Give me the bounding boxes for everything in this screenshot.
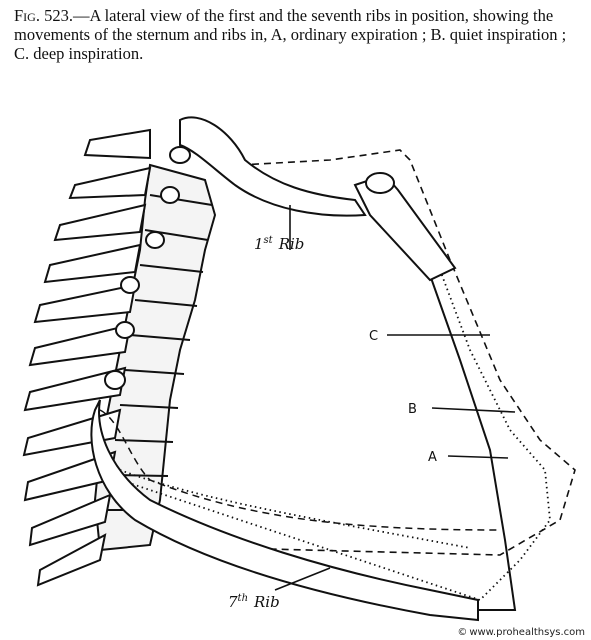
leader-lines — [274, 205, 516, 591]
caption-text: —A lateral view of the first and the sev… — [14, 6, 567, 63]
label-a: A — [428, 450, 437, 465]
leader-a — [447, 455, 509, 459]
first-rib — [179, 116, 457, 282]
vertebral-column — [22, 128, 217, 587]
sternum-outlines — [119, 149, 576, 611]
sternum-position-c — [229, 149, 576, 556]
label-b: B — [408, 402, 417, 417]
seventh-rib — [90, 399, 501, 622]
copyright-symbol: © — [457, 627, 468, 638]
leader-seventh-rib — [274, 567, 331, 591]
figure-label: Fig. 523. — [14, 6, 73, 25]
leader-b — [431, 407, 516, 413]
watermark: © www.prohealthsys.com — [457, 627, 585, 638]
label-c: C — [369, 329, 378, 344]
figure-caption: Fig. 523.—A lateral view of the first an… — [14, 6, 582, 63]
sternum-position-b — [119, 269, 551, 602]
sternum-position-a — [429, 274, 517, 611]
watermark-text: www.prohealthsys.com — [469, 627, 585, 638]
